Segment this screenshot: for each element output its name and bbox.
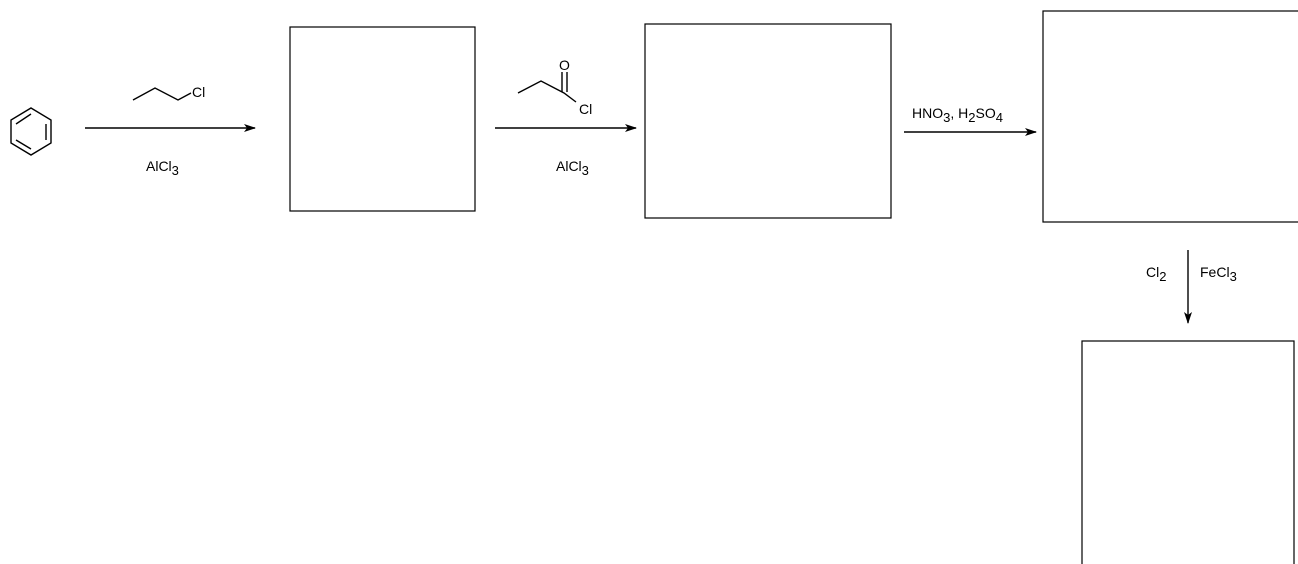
step2-catalyst-label: AlCl3 [556,158,589,178]
ferric-chloride-label: FeCl3 [1200,264,1237,284]
product-box-1[interactable] [289,26,476,212]
product-box-2[interactable] [644,23,892,219]
propanoyl-chloride-structure: O Cl [517,57,592,117]
carbonyl-oxygen-label: O [559,57,570,73]
chlorine-reagent-label: Cl2 [1146,264,1166,284]
step1-catalyst-label: AlCl3 [146,158,179,178]
nitration-reagent-label: HNO3, H2SO4 [912,105,1003,125]
benzene-structure [10,107,52,156]
product-box-4[interactable] [1081,340,1295,564]
product-box-3[interactable] [1042,10,1298,223]
chloropropane-structure: Cl [132,84,205,101]
chloropropane-cl-label: Cl [192,84,205,100]
acyl-cl-label: Cl [579,101,592,117]
